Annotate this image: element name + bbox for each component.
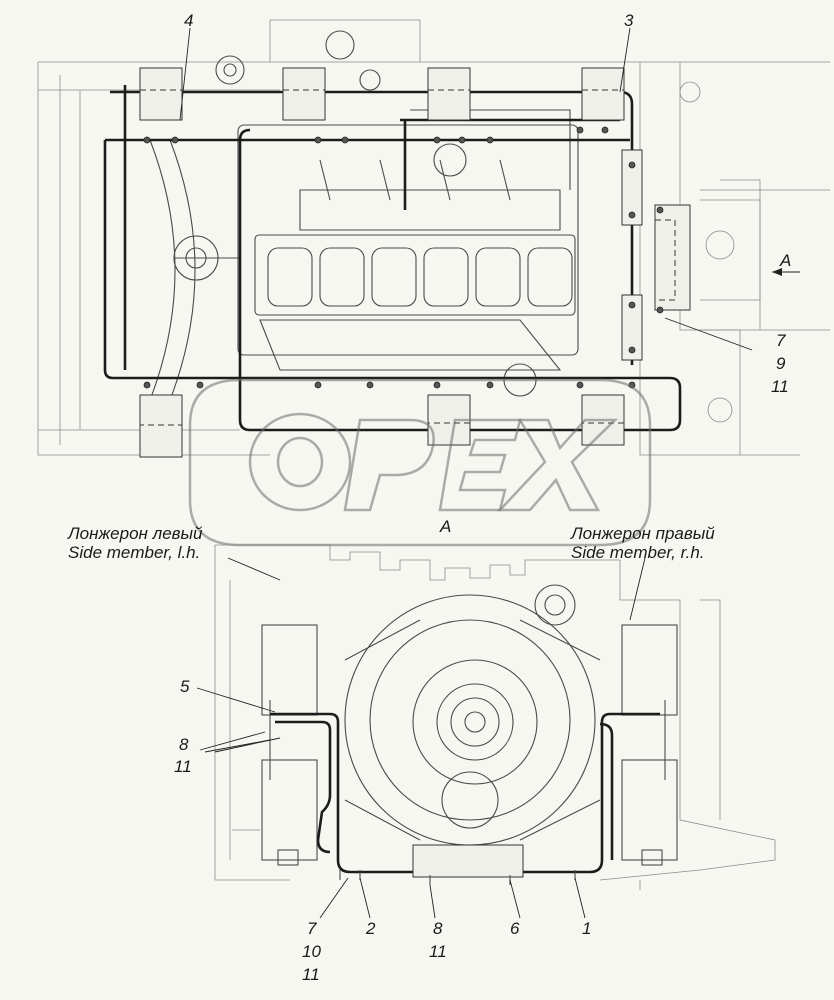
- flywheel: [344, 584, 601, 846]
- callout-11-bottom-2: 11: [429, 942, 447, 961]
- callout-7-top: 7: [776, 331, 786, 350]
- callout-7-bottom: 7: [307, 919, 317, 938]
- leaders-top: [179, 27, 753, 351]
- left-side-member: [261, 624, 318, 866]
- harness-bottom: [270, 712, 660, 885]
- callout-11-bottom: 11: [302, 965, 320, 984]
- note-right-side-member-ru: Лонжерон правый: [570, 524, 715, 543]
- cylinder-heads: [267, 247, 573, 307]
- note-left-side-member-ru: Лонжерон левый: [67, 524, 203, 543]
- leaders-bottom: [196, 557, 646, 919]
- top-view: A 4 3 7 9 11: [37, 11, 830, 458]
- section-a-view: A: [67, 517, 776, 984]
- section-view-label: A: [439, 517, 451, 536]
- callout-11-top: 11: [771, 377, 789, 396]
- view-arrow-label: A: [779, 251, 791, 270]
- note-left-side-member-en: Side member, l.h.: [68, 543, 200, 562]
- callout-9-top: 9: [776, 354, 786, 373]
- callout-8-bottom: 8: [433, 919, 443, 938]
- mounting-pads: [139, 67, 691, 458]
- fan-assembly: [149, 139, 240, 401]
- view-arrow-a: A: [772, 251, 800, 276]
- chassis-outline-bottom: [214, 545, 776, 890]
- callout-3: 3: [624, 11, 634, 30]
- engine-block: [215, 30, 579, 397]
- callout-5: 5: [180, 677, 190, 696]
- callout-4: 4: [184, 11, 193, 30]
- right-chassis-details: [679, 81, 761, 423]
- callout-6: 6: [510, 919, 520, 938]
- right-side-member: [621, 624, 678, 866]
- callout-11-left: 11: [174, 757, 192, 776]
- watermark-logo: [188, 378, 652, 547]
- callout-1: 1: [582, 919, 591, 938]
- callout-2: 2: [365, 919, 376, 938]
- callout-10-bottom: 10: [302, 942, 321, 961]
- callout-8-left: 8: [179, 735, 189, 754]
- note-right-side-member-en: Side member, r.h.: [571, 543, 705, 562]
- bolts-top: [143, 126, 664, 389]
